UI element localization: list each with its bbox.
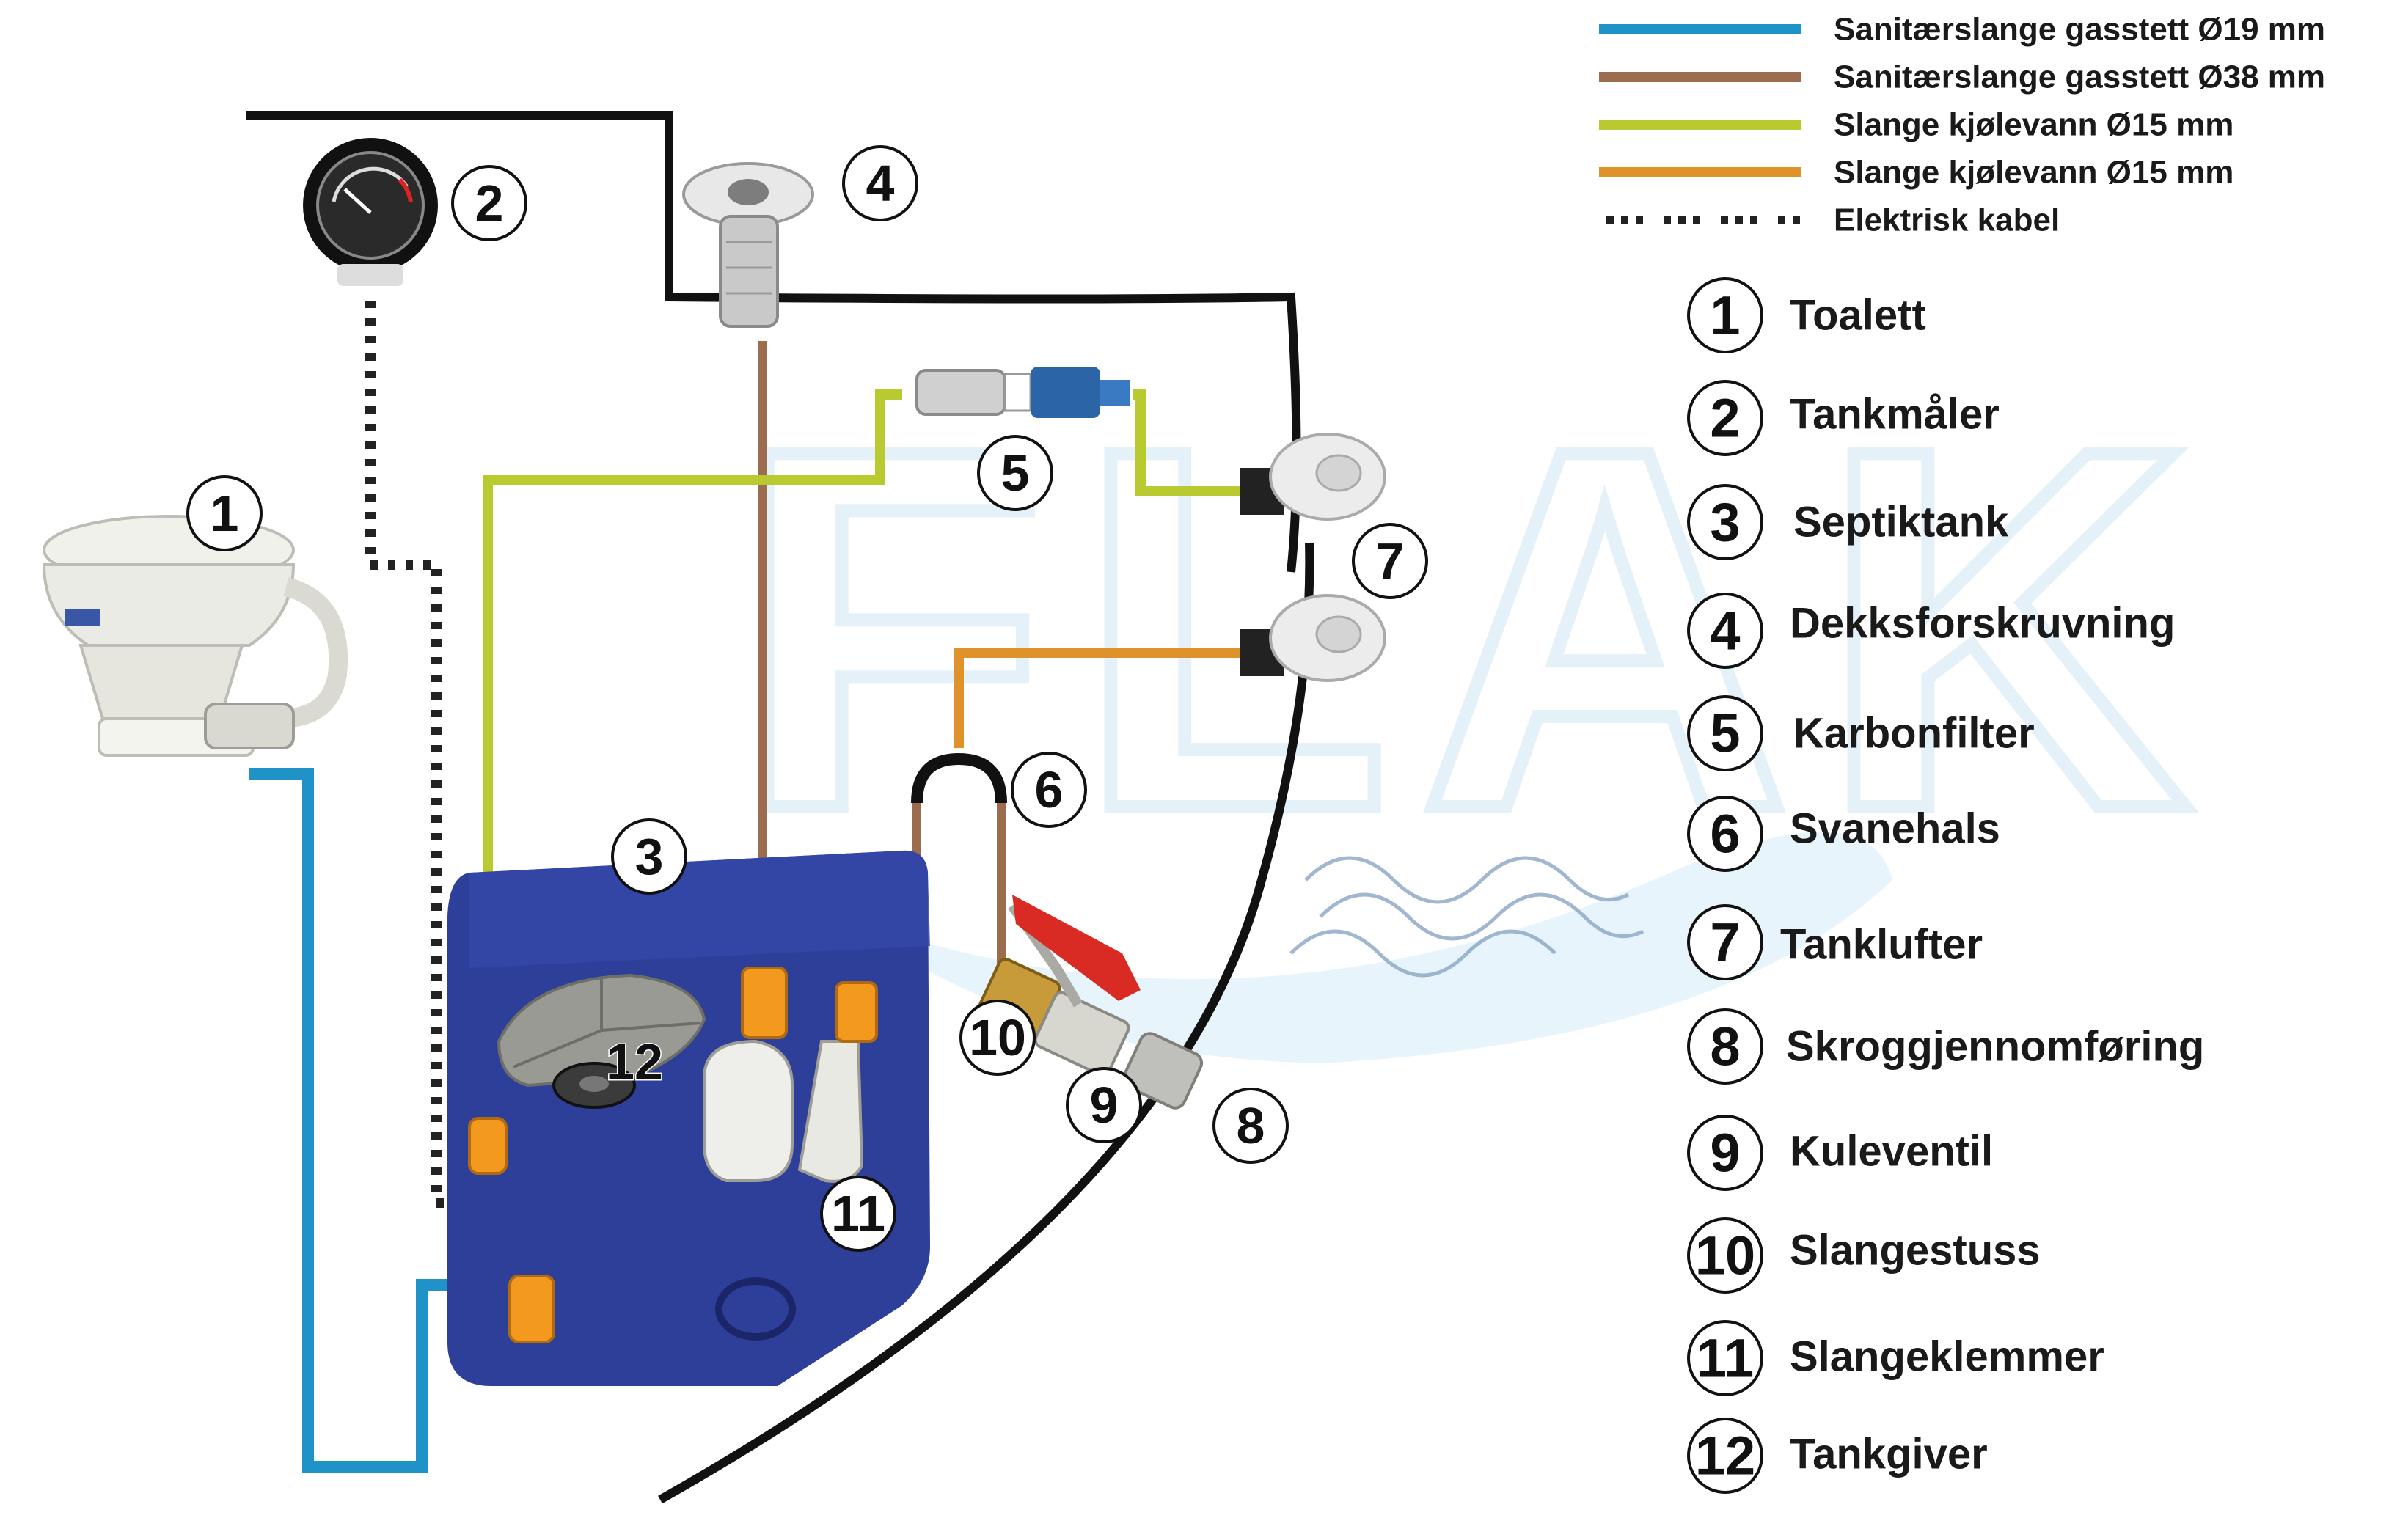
callout-2-number: 2: [475, 175, 504, 232]
key-number: 1: [1710, 285, 1740, 346]
ball-valve: [1033, 991, 1130, 1077]
watermark: FLAK: [727, 336, 2220, 1063]
key-item: 4 Dekksforskruvning: [1687, 593, 2175, 669]
legend: Sanitærslange gasstett Ø19 mm Sanitærsla…: [1599, 12, 2325, 238]
key-item: 2 Tankmåler: [1687, 380, 2000, 456]
legend-item-cooling-green: Slange kjølevann Ø15 mm: [1599, 107, 2233, 143]
septic-tank: [447, 850, 930, 1386]
key-number: 4: [1710, 601, 1740, 661]
legend-item-hose-38mm: Sanitærslange gasstett Ø38 mm: [1599, 59, 2325, 95]
tank-vent-lower: [1240, 594, 1386, 682]
key-item: 10 Slangestuss: [1687, 1217, 2041, 1294]
callout-9-number: 9: [1090, 1077, 1119, 1134]
key-item: 8 Skroggjennomføring: [1687, 1008, 2204, 1085]
key-number: 9: [1710, 1123, 1740, 1184]
callout-9: 9: [1066, 1067, 1142, 1143]
key-number: 10: [1695, 1225, 1755, 1286]
callout-3-number: 3: [635, 828, 664, 885]
key-label: Tanklufter: [1780, 921, 1983, 969]
callout-5-number: 5: [1001, 444, 1030, 502]
watermark-swoosh: [844, 832, 1892, 1063]
callout-4: 4: [842, 145, 918, 221]
callout-1: 1: [186, 475, 263, 551]
legend-label: Slange kjølevann Ø15 mm: [1834, 107, 2233, 143]
callout-10: 10: [959, 1000, 1036, 1076]
legend-item-electric-cable: Elektrisk kabel: [1606, 202, 2060, 238]
key-item: 5 Karbonfilter: [1687, 695, 2035, 771]
gooseneck: [911, 752, 1007, 804]
callout-1-number: 1: [211, 485, 239, 542]
legend-label: Elektrisk kabel: [1834, 202, 2060, 238]
watermark-waves: [1289, 856, 1644, 978]
legend-label: Sanitærslange gasstett Ø19 mm: [1834, 12, 2325, 48]
hose-orange: [954, 648, 1247, 748]
key-item: 9 Kuleventil: [1687, 1115, 1993, 1191]
key-label: Slangestuss: [1790, 1227, 2041, 1275]
key-label: Svanehals: [1790, 805, 2000, 853]
key-number: 2: [1710, 388, 1740, 449]
legend-item-hose-19mm: Sanitærslange gasstett Ø19 mm: [1599, 12, 2325, 48]
callout-11: 11: [820, 1176, 896, 1252]
callout-3: 3: [611, 818, 687, 895]
carbon-filter: [915, 367, 1130, 418]
tank-gauge: [303, 138, 438, 286]
deck-fitting: [682, 162, 814, 328]
callout-7-number: 7: [1376, 532, 1405, 590]
callout-11-number: 11: [831, 1185, 885, 1242]
key-label: Dekksforskruvning: [1790, 600, 2175, 648]
key-number: 5: [1710, 703, 1740, 764]
key-number: 12: [1695, 1426, 1755, 1486]
key-label: Septiktank: [1793, 499, 2009, 546]
hull-outline: [658, 542, 1314, 1504]
hose-green-filter: [1133, 389, 1247, 496]
key-label: Toalett: [1790, 292, 1926, 340]
callout-7: 7: [1352, 523, 1428, 599]
key-item: 7 Tanklufter: [1687, 904, 1983, 980]
hose-19mm: [249, 768, 513, 1473]
key-number: 6: [1710, 804, 1740, 865]
callout-8: 8: [1212, 1088, 1289, 1164]
key-number: 11: [1697, 1328, 1754, 1389]
valve-handle: [1012, 895, 1141, 1001]
key-number: 7: [1710, 912, 1740, 973]
key-number: 8: [1710, 1016, 1740, 1077]
key-item: 12 Tankgiver: [1687, 1418, 1988, 1494]
callout-5: 5: [977, 435, 1053, 511]
callout-2: 2: [451, 165, 527, 241]
callout-6: 6: [1011, 752, 1087, 828]
key-item: 11 Slangeklemmer: [1687, 1320, 2104, 1396]
toilet: [42, 515, 348, 757]
through-hull: [1122, 1032, 1204, 1110]
key-item: 1 Toalett: [1687, 277, 1926, 353]
key-label: Kuleventil: [1790, 1128, 1993, 1176]
key-label: Karbonfilter: [1793, 710, 2035, 758]
key-label: Tankgiver: [1790, 1431, 1988, 1478]
hose-green-vent: [483, 389, 902, 1129]
callout-4-number: 4: [866, 155, 895, 212]
legend-label: Slange kjølevann Ø15 mm: [1834, 155, 2233, 191]
legend-label: Sanitærslange gasstett Ø38 mm: [1834, 59, 2325, 95]
callout-10-number: 10: [969, 1009, 1026, 1066]
legend-item-cooling-orange: Slange kjølevann Ø15 mm: [1599, 155, 2233, 191]
key-item: 3 Septiktank: [1687, 484, 2009, 560]
key-number: 3: [1710, 492, 1740, 553]
key-label: Skroggjennomføring: [1786, 1023, 2204, 1071]
key-label: Slangeklemmer: [1790, 1333, 2104, 1381]
callout-6-number: 6: [1035, 761, 1064, 818]
callout-8-number: 8: [1237, 1097, 1265, 1154]
callout-12: 12: [605, 1033, 665, 1092]
tank-vent-upper: [1240, 433, 1386, 521]
key-label: Tankmåler: [1790, 391, 2000, 439]
watermark-text: FLAK: [733, 342, 2220, 916]
component-key: 1 Toalett 2 Tankmåler 3 Septiktank 4 Dek…: [1687, 277, 2204, 1494]
callout-12-number: 12: [606, 1033, 663, 1090]
key-item: 6 Svanehals: [1687, 796, 2000, 872]
